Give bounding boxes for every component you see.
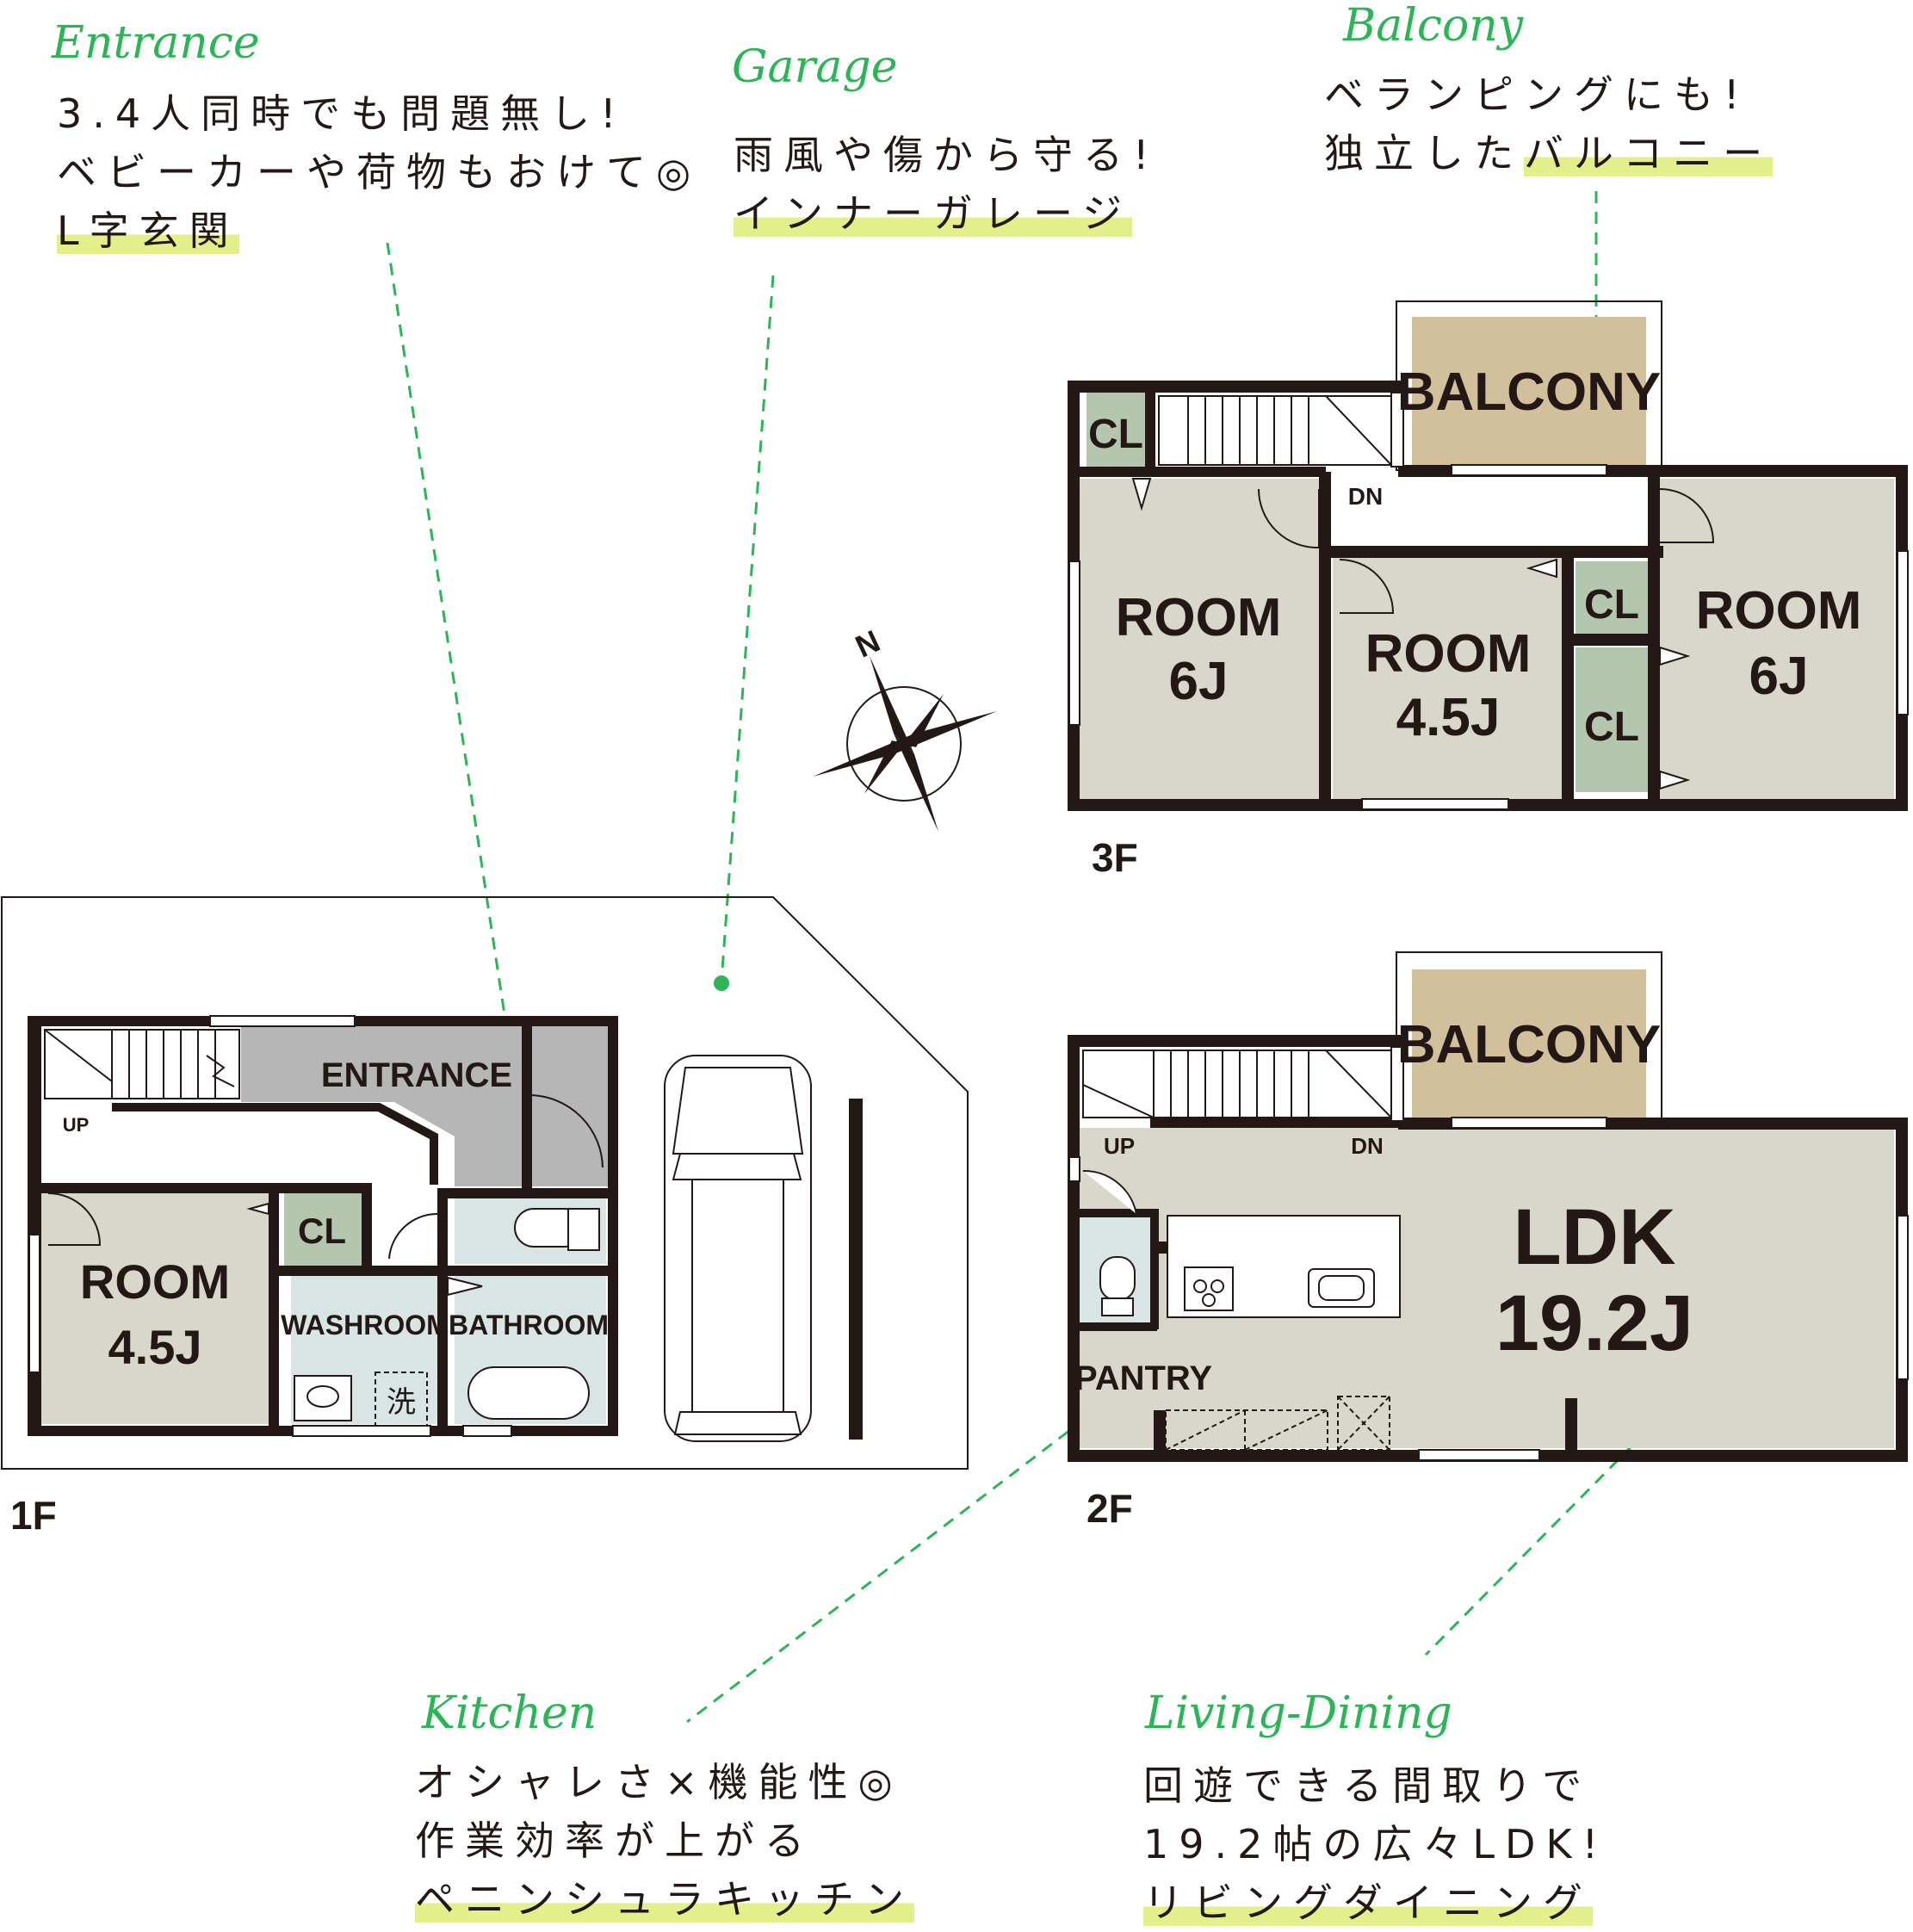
balcony-script-heading: Balcony (1343, 0, 1524, 52)
entrance-floor (241, 1026, 525, 1186)
kitchen-highlight: ペニンシュラキッチン (415, 1876, 914, 1923)
compass-north-label: N (850, 622, 885, 664)
room-3f-right-size: 6J (1749, 647, 1809, 706)
kitchen-leader-line (686, 1279, 1266, 1724)
stairs-2f (1082, 1050, 1392, 1118)
floor-3f: BALCONY CL DN ROOM 6J ROOM 4.5J CL CL RO… (1068, 300, 1909, 880)
floor-2f-label: 2F (1087, 1486, 1133, 1531)
entrance-annotation: 3.4人同時でも問題無し! ベビーカーや荷物もおけて◎ L字玄関 (57, 84, 701, 260)
balcony-2f-label: BALCONY (1397, 1015, 1662, 1074)
balcony-highlight: バルコニー (1524, 130, 1774, 176)
floor-1f-label: 1F (10, 1493, 57, 1538)
kitchen-script-heading: Kitchen (422, 1687, 597, 1739)
floor-1f: ENTRANCE ROOM 4.5J CL WASHROOM BATHROOM … (1, 896, 969, 1538)
garage-leader-line (720, 275, 775, 982)
entrance-closet-floor (529, 1026, 615, 1186)
closet-3f-bottom-floor (1576, 647, 1648, 792)
closet-3f-mid-floor (1576, 561, 1648, 634)
living-annotation: 回遊できる間取りで 19.2帖の広々LDK! リビングダイニング (1143, 1756, 1608, 1932)
stairs-2f-up-label: UP (1104, 1133, 1135, 1159)
balcony-line-1: ベランピングにも! (1324, 71, 1750, 118)
living-highlight: リビングダイニング (1143, 1879, 1593, 1926)
closet-1f-floor (284, 1193, 362, 1266)
stairs-2f-dn-label: DN (1351, 1133, 1384, 1159)
entrance-leader-line (386, 242, 511, 1050)
entrance-highlight: L字玄関 (57, 207, 239, 254)
pantry-shelves (1165, 1396, 1390, 1451)
balcony-line-2: 独立した (1324, 130, 1524, 176)
room-1f-label: ROOM (80, 1254, 230, 1309)
floor-2f: BALCONY LDK 19.2J PANTRY UP DN 2F (1068, 951, 1909, 1531)
room-3f-right-label: ROOM (1696, 581, 1862, 641)
closet-3f-mid-label: CL (1584, 582, 1639, 628)
balcony-3f-floor (1412, 317, 1646, 465)
ldk-label: LDK (1513, 1193, 1675, 1281)
entrance-label: ENTRANCE (321, 1056, 512, 1094)
garage-marker-dot (714, 975, 729, 991)
closet-3f-bottom-label: CL (1584, 704, 1639, 750)
room-3f-mid-size: 4.5J (1396, 688, 1501, 747)
room-1f-size: 4.5J (108, 1320, 202, 1374)
closet-3f-top-floor (1087, 393, 1145, 467)
garage-annotation: 雨風や傷から守る! インナーガレージ (734, 126, 1159, 243)
ldk-size: 19.2J (1495, 1279, 1693, 1367)
living-line-1: 回遊できる間取りで (1143, 1762, 1593, 1809)
garage-script-heading: Garage (732, 41, 898, 93)
washer-label: 洗 (387, 1386, 416, 1419)
kitchen-line-2: 作業効率が上がる (415, 1817, 814, 1864)
lot-outline (1, 896, 969, 1470)
floor-3f-label: 3F (1092, 835, 1138, 880)
room-3f-left-floor (1080, 479, 1319, 799)
washer-space (375, 1372, 428, 1427)
garage-line-1: 雨風や傷から守る! (734, 132, 1160, 178)
compass-rose: N (813, 622, 997, 832)
balcony-3f-label: BALCONY (1397, 362, 1662, 422)
living-line-2: 19.2帖の広々LDK! (1143, 1821, 1609, 1867)
garage-highlight: インナーガレージ (734, 190, 1133, 237)
washroom-label: WASHROOM (281, 1310, 449, 1341)
closet-1f-label: CL (298, 1211, 346, 1251)
balcony-annotation: ベランピングにも! 独立したバルコニー (1324, 65, 1774, 183)
balcony-2f-floor (1412, 969, 1646, 1118)
kitchen-annotation: オシャレさ×機能性◎ 作業効率が上がる ペニンシュラキッチン (415, 1753, 914, 1929)
pantry-label: PANTRY (1074, 1359, 1212, 1397)
stairs-1f (44, 1029, 240, 1099)
car-outline (664, 1055, 812, 1442)
entrance-line-1: 3.4人同時でも問題無し! (57, 90, 627, 137)
room-3f-right-floor (1660, 479, 1894, 799)
stairs-1f-up-label: UP (63, 1114, 90, 1136)
room-3f-left-size: 6J (1169, 652, 1229, 711)
room-3f-mid-label: ROOM (1365, 624, 1532, 684)
closet-3f-top-label: CL (1088, 412, 1143, 457)
living-script-heading: Living-Dining (1145, 1687, 1452, 1739)
room-3f-mid-floor (1333, 558, 1562, 799)
stairs-3f (1158, 395, 1392, 466)
room-3f-left-label: ROOM (1116, 588, 1282, 647)
bathroom-label: BATHROOM (449, 1310, 609, 1341)
room-1f-floor (41, 1193, 269, 1424)
kitchen-line-1: オシャレさ×機能性◎ (415, 1759, 903, 1805)
stairs-3f-dn-label: DN (1348, 483, 1383, 510)
entrance-script-heading: Entrance (52, 17, 260, 69)
entrance-line-2: ベビーカーや荷物もおけて◎ (57, 149, 702, 195)
kitchen-counter (1167, 1215, 1401, 1318)
